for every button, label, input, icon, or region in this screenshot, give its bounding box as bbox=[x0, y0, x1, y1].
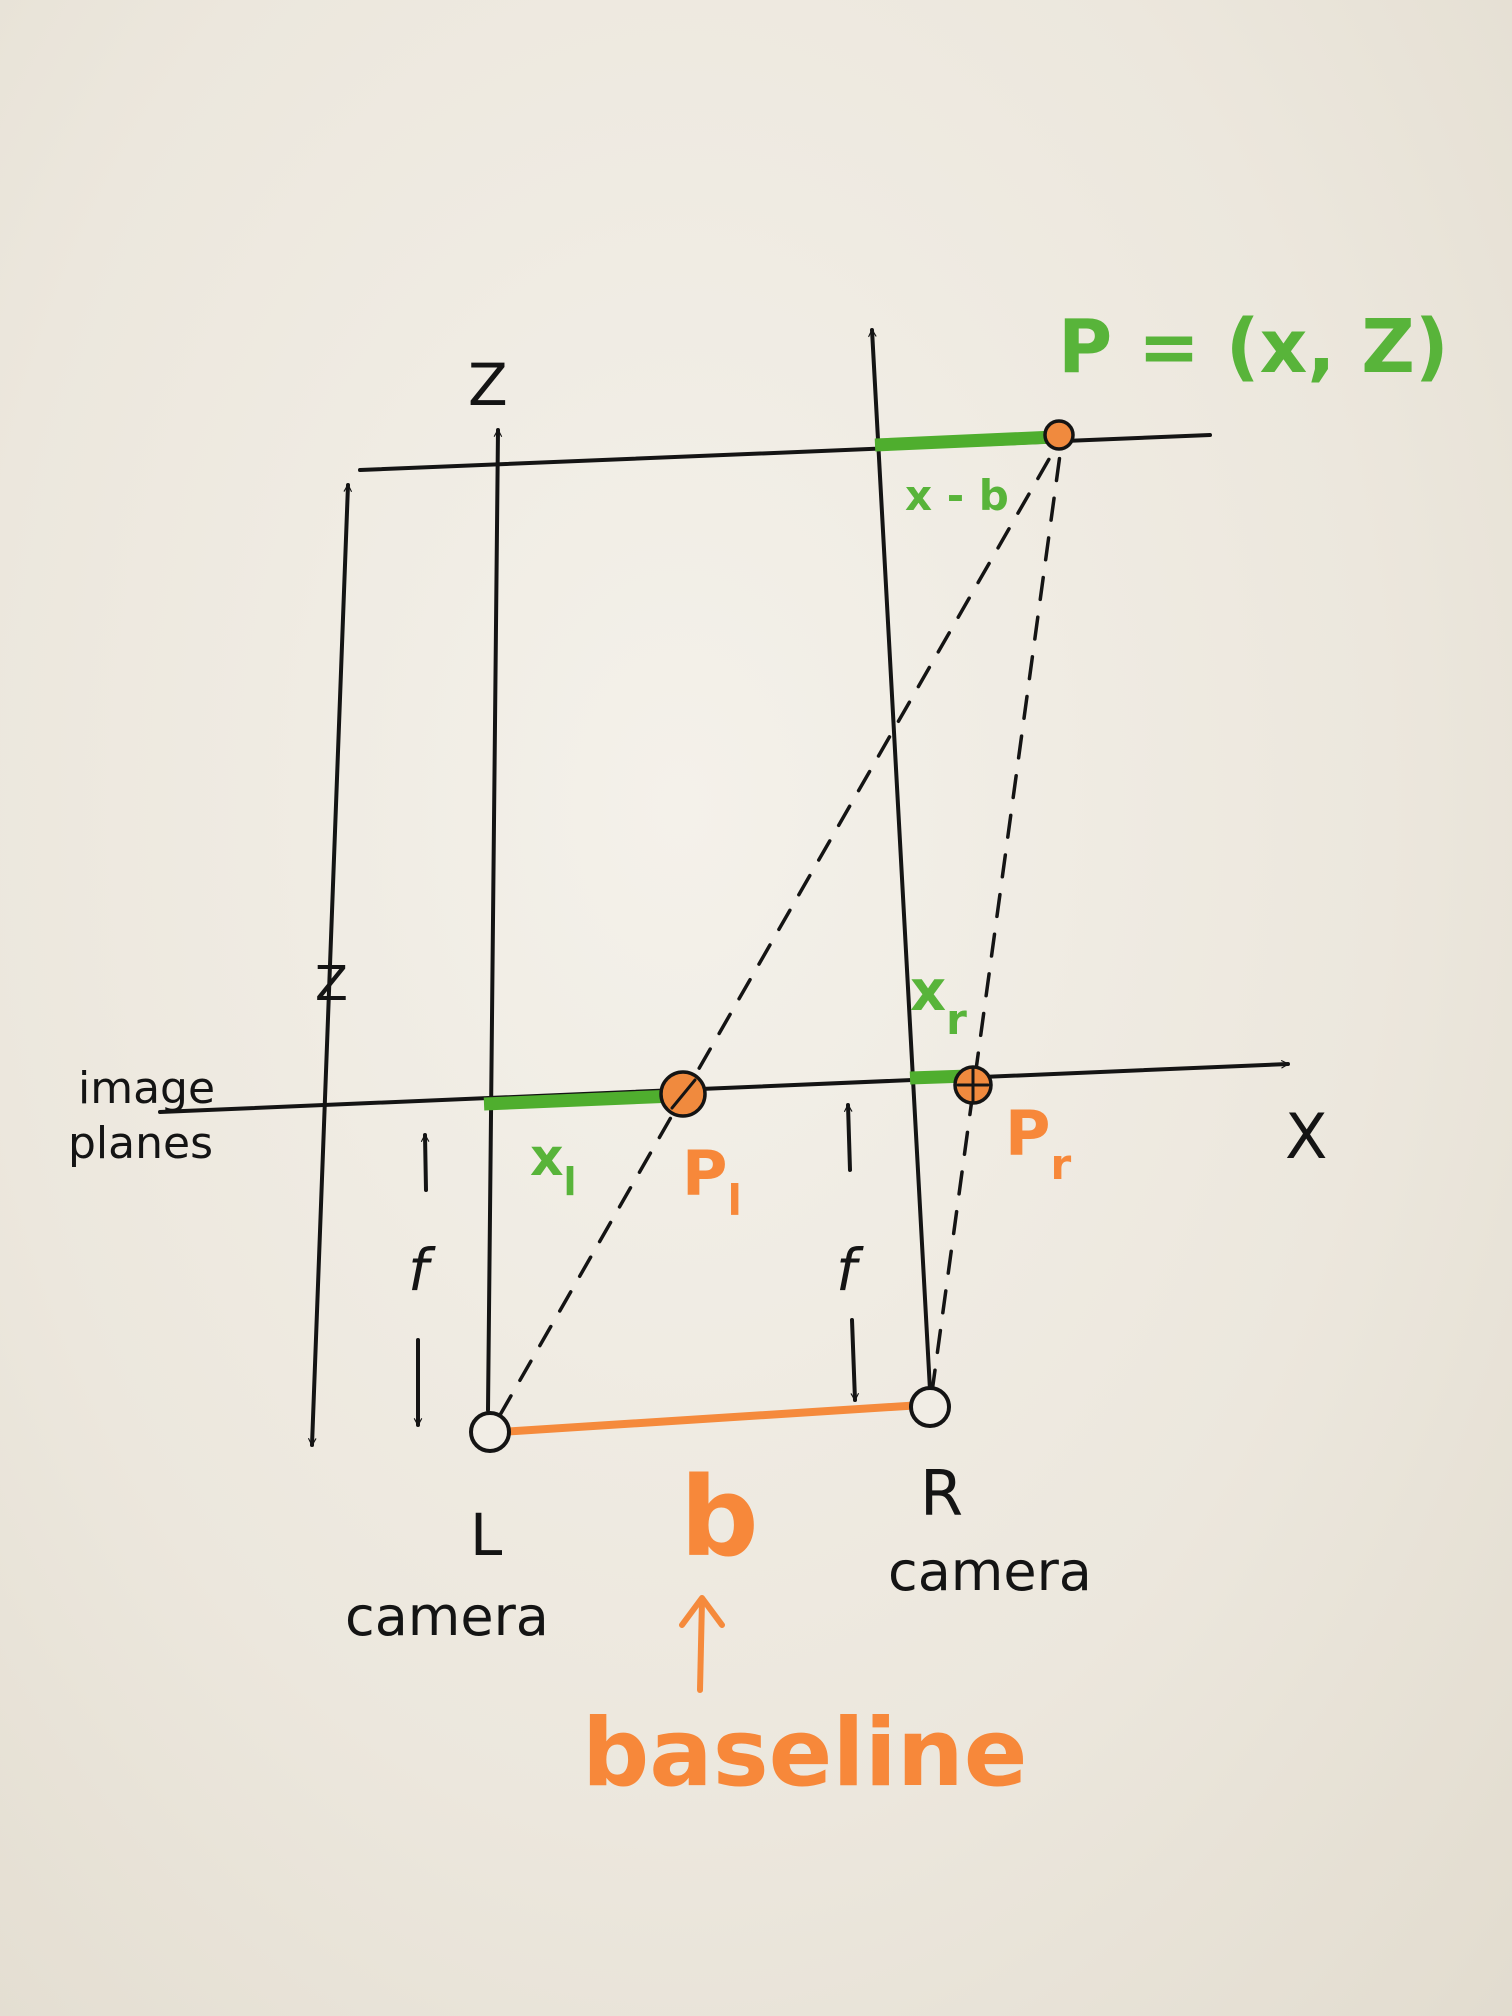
left-camera-center bbox=[469, 1411, 511, 1453]
right-camera-letter: R bbox=[920, 1457, 963, 1530]
right-camera-center bbox=[909, 1386, 951, 1428]
x-minus-b-bar bbox=[874, 430, 1056, 452]
focal-right-arrow-up bbox=[844, 1103, 853, 1172]
focal-right-label: f bbox=[836, 1236, 864, 1304]
right-camera-word: camera bbox=[888, 1540, 1092, 1603]
x-left-label: xl bbox=[530, 1128, 577, 1204]
image-plane-x-axis bbox=[158, 1060, 1290, 1114]
focal-right-arrow-down bbox=[850, 1318, 859, 1402]
point-plane-line bbox=[358, 433, 1212, 472]
baseline-pointer-arrow bbox=[697, 1597, 705, 1693]
left-optical-axis bbox=[486, 428, 503, 1412]
image-planes-label-line2: planes bbox=[68, 1118, 213, 1169]
focal-left-label: f bbox=[408, 1236, 436, 1304]
x-axis-label: X bbox=[1285, 1100, 1327, 1173]
x-right-label: xr bbox=[910, 959, 967, 1044]
x-left-bar bbox=[483, 1089, 676, 1111]
right-optical-axis bbox=[868, 328, 932, 1392]
baseline-line bbox=[496, 1401, 926, 1436]
depth-z-arrow bbox=[308, 483, 352, 1447]
x-minus-b-label: x - b bbox=[905, 471, 1009, 520]
p-right-label: Pr bbox=[1005, 1097, 1071, 1189]
depth-z-label: Z bbox=[315, 956, 348, 1012]
baseline-b-label: b bbox=[680, 1453, 759, 1581]
left-camera-word: camera bbox=[345, 1585, 549, 1648]
baseline-word-label: baseline bbox=[582, 1699, 1028, 1808]
baseline-pointer-head bbox=[679, 1595, 725, 1628]
z-axis-label: Z bbox=[468, 351, 508, 419]
ray-right bbox=[930, 438, 1064, 1394]
point-p-label: P = (x, Z) bbox=[1058, 304, 1449, 390]
focal-left-arrow-up bbox=[420, 1133, 430, 1192]
left-camera-letter: L bbox=[470, 1501, 502, 1569]
ray-left bbox=[498, 438, 1062, 1417]
point-p-left-slash bbox=[670, 1078, 697, 1110]
point-p bbox=[1043, 419, 1075, 451]
image-planes-label-line1: image bbox=[78, 1063, 215, 1114]
p-left-label: Pl bbox=[682, 1137, 742, 1225]
